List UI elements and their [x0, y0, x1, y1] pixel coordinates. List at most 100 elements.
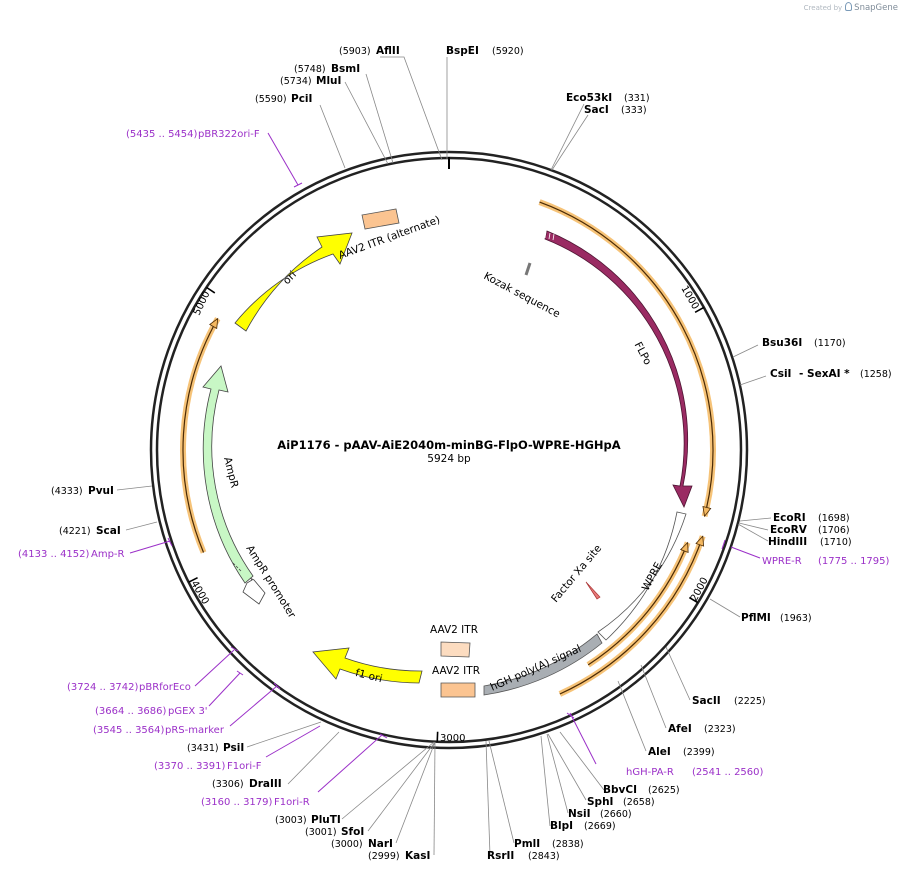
site-nsii-name[interactable]: NsiI: [568, 808, 591, 820]
site-ecorv-name[interactable]: EcoRV: [770, 524, 808, 536]
site-mlui-pos: (5734): [280, 76, 312, 87]
feature-aav2-itr-box-2[interactable]: [440, 682, 476, 698]
orf-arc-wpre-2[interactable]: [586, 541, 691, 668]
site-sfoi-name[interactable]: SfoI: [341, 826, 364, 838]
site-pluti-name[interactable]: PluTI: [311, 814, 341, 826]
orf-arc-wpre-1[interactable]: [558, 535, 706, 697]
feature-label-ori: ori: [281, 269, 299, 287]
site-pmli-name[interactable]: PmlI: [514, 838, 540, 850]
site-sphi-pos: (2658): [623, 797, 655, 808]
flpo-start-ticks: [544, 231, 555, 241]
site-blpi-name[interactable]: BlpI: [550, 820, 573, 832]
site-bbvci-pos: (2625): [648, 785, 680, 796]
site-bsu36i-pos: (1170): [814, 338, 846, 349]
site-leader-lines: [116, 56, 772, 856]
feature-label-hgh-polya: hGH poly(A) signal: [489, 643, 583, 694]
site-saci-pos: (333): [621, 105, 647, 116]
site-ecori-pos: (1698): [818, 513, 850, 524]
primer-wpre-r-name[interactable]: WPRE-R: [762, 556, 802, 567]
site-scai-name[interactable]: ScaI: [96, 525, 121, 537]
site-pflmi-name[interactable]: PflMI: [741, 612, 771, 624]
feature-aav2-itr-box-1[interactable]: [440, 641, 471, 658]
site-psii-pos: (3431): [187, 743, 219, 754]
primer-hgh-pa-r-range: (2541 .. 2560): [692, 767, 764, 778]
feature-ampr-arrow[interactable]: [202, 365, 254, 584]
orf-arc-ampr[interactable]: [180, 317, 221, 554]
orf-arc-ampr-line: [182, 318, 219, 553]
site-ecori-name[interactable]: EcoRI: [773, 512, 806, 524]
site-saci-name[interactable]: SacI: [584, 104, 609, 116]
site-nsii-pos: (2660): [600, 809, 632, 820]
site-bsmi-name[interactable]: BsmI: [331, 63, 360, 75]
primer-pbrforeco-name[interactable]: pBRforEco: [139, 682, 191, 693]
feature-ori-arrow[interactable]: [234, 232, 353, 332]
feature-wpre-box[interactable]: [597, 511, 687, 641]
site-alei-name[interactable]: AleI: [648, 746, 671, 758]
orf-arc-wpre-2-arrowhead: [679, 541, 689, 554]
site-kasi-pos: (2999): [368, 851, 400, 862]
site-pcii-name[interactable]: PciI: [291, 93, 312, 105]
site-pvui-pos: (4333): [51, 486, 83, 497]
feature-flpo-arrow[interactable]: [544, 230, 693, 508]
site-sexai-name[interactable]: - SexAI *: [799, 368, 850, 380]
tick-label-3000: 3000: [440, 733, 465, 744]
site-bsu36i-name[interactable]: Bsu36I: [762, 337, 802, 349]
site-bbvci-name[interactable]: BbvCI: [603, 784, 637, 796]
site-pvui-name[interactable]: PvuI: [88, 485, 114, 497]
site-bspei-name[interactable]: BspEI: [446, 45, 479, 57]
feature-label-aav2-itr-2: AAV2 ITR: [432, 665, 480, 677]
primer-f1ori-r-name[interactable]: F1ori-R: [274, 797, 310, 808]
primer-f1ori-f-name[interactable]: F1ori-F: [227, 761, 262, 772]
site-afei-pos: (2323): [704, 724, 736, 735]
primer-f1ori-f-range: (3370 .. 3391): [154, 761, 226, 772]
primer-prs-marker-range: (3545 .. 3564): [93, 725, 165, 736]
site-scai-pos: (4221): [59, 526, 91, 537]
orf-arc-wpre-1-arrowhead: [695, 535, 705, 547]
site-nari-pos: (3000): [331, 839, 363, 850]
site-mlui-name[interactable]: MluI: [316, 75, 341, 87]
site-alei-pos: (2399): [683, 747, 715, 758]
site-bspei-pos: (5920): [492, 46, 524, 57]
primer-f1ori-r-range: (3160 .. 3179): [201, 797, 273, 808]
feature-kozak-mark: [524, 262, 532, 276]
primer-pgex3-name[interactable]: pGEX 3': [168, 706, 208, 717]
site-afei-name[interactable]: AfeI: [668, 723, 692, 735]
site-draiii-name[interactable]: DraIII: [249, 778, 282, 790]
site-kasi-name[interactable]: KasI: [405, 850, 430, 862]
plasmid-size: 5924 bp: [427, 453, 471, 465]
primer-pbr322ori-f-range: (5435 .. 5454): [126, 129, 198, 140]
primer-amp-r-name[interactable]: Amp-R: [91, 549, 125, 560]
primer-pbr322ori-f-name[interactable]: pBR322ori-F: [198, 129, 260, 140]
tick-marks: [188, 286, 705, 742]
site-psii-name[interactable]: PsiI: [223, 742, 244, 754]
feature-label-kozak: Kozak sequence: [482, 270, 562, 320]
feature-aav2-itr-alt-box[interactable]: [361, 208, 400, 230]
primer-amp-r-range: (4133 .. 4152): [18, 549, 90, 560]
feature-f1-ori-arrow[interactable]: [312, 647, 423, 684]
ampr-end-dots: [232, 562, 242, 572]
site-nari-name[interactable]: NarI: [368, 838, 393, 850]
site-rsrii-pos: (2843): [528, 851, 560, 862]
primer-hgh-pa-r-name[interactable]: hGH-PA-R: [626, 767, 674, 778]
site-eco53ki-name[interactable]: Eco53kI: [566, 92, 612, 104]
site-sphi-name[interactable]: SphI: [587, 796, 613, 808]
orf-arc-ampr-arrowhead: [209, 317, 219, 330]
site-rsrii-name[interactable]: RsrII: [487, 850, 514, 862]
site-csii-name[interactable]: CsiI: [770, 368, 791, 380]
tick-mark-5000: [206, 286, 216, 294]
site-sacii-name[interactable]: SacII: [692, 695, 721, 707]
orf-arc-flpo[interactable]: [538, 199, 716, 518]
feature-label-ampr: AmpR: [221, 456, 240, 489]
site-pmli-pos: (2838): [552, 839, 584, 850]
site-ecorv-pos: (1706): [818, 525, 850, 536]
site-hindiii-name[interactable]: HindIII: [768, 536, 807, 548]
credit-brand: SnapGene: [854, 3, 898, 13]
feature-hgh-polya-box[interactable]: [483, 633, 603, 696]
primer-prs-marker-name[interactable]: pRS-marker: [165, 725, 225, 736]
site-sfoi-pos: (3001): [305, 827, 337, 838]
site-blpi-pos: (2669): [584, 821, 616, 832]
site-aflii-name[interactable]: AflII: [376, 45, 400, 57]
site-pluti-pos: (3003): [275, 815, 307, 826]
tick-mark-2000: [688, 596, 699, 604]
